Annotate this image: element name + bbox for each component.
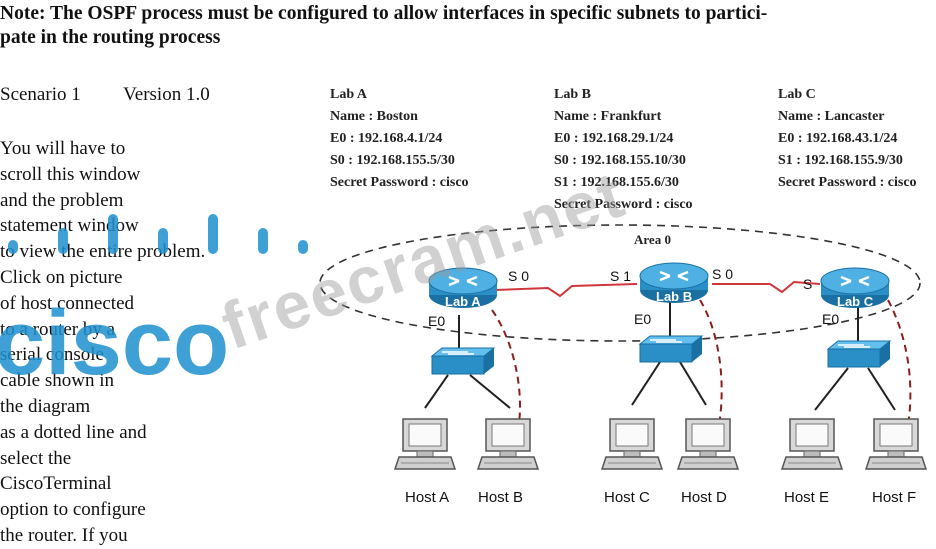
- console-cable-c[interactable]: [887, 299, 912, 441]
- lab-b-password: Secret Password : cisco: [554, 197, 693, 212]
- instruction-line: to view the entire problem.: [0, 241, 206, 263]
- link-switch-b-host-d: [679, 361, 707, 406]
- host-a-label: Host A: [405, 489, 449, 506]
- host-a-pc[interactable]: [394, 418, 456, 470]
- router-lab-c[interactable]: Lab C: [819, 266, 891, 310]
- host-e-label: Host E: [784, 489, 829, 506]
- area-0-boundary: [319, 224, 921, 342]
- interface-label-b-s0: S 0: [712, 266, 733, 282]
- serial-link-a-b: [494, 283, 638, 298]
- link-switch-b-host-c: [631, 361, 661, 406]
- host-e-pc[interactable]: [781, 418, 843, 470]
- instruction-line: Click on picture: [0, 266, 123, 288]
- site-watermark-text: freecram.net: [212, 156, 633, 363]
- cisco-watermark-text: cisco: [0, 292, 229, 394]
- network-diagram: Area 0 Lab A Lab B Lab C S 0 S 1 S 0 S E…: [0, 156, 927, 506]
- instructions-text: You will have to scroll this window and …: [0, 136, 240, 549]
- host-d-pc[interactable]: [677, 418, 739, 470]
- host-f-label: Host F: [872, 489, 916, 506]
- instruction-line: to a router by a: [0, 318, 116, 340]
- interface-label-a-e0: E0: [428, 313, 445, 329]
- router-lab-a-label: Lab A: [445, 294, 481, 309]
- lab-b-name: Name : Frankfurt: [554, 109, 662, 124]
- interface-label-c-s1: S: [803, 276, 812, 292]
- link-switch-a-host-b: [469, 374, 511, 409]
- interface-label-b-e0: E0: [634, 311, 651, 327]
- instruction-line: as a dotted line and: [0, 421, 147, 443]
- switch-lab-a: [431, 347, 495, 375]
- interface-label-a-s0: S 0: [508, 268, 529, 284]
- interface-label-c-e0: E0: [822, 311, 839, 327]
- instruction-line: and the problem: [0, 189, 124, 211]
- lab-a-name: Name : Boston: [330, 109, 418, 124]
- interface-label-b-s1: S 1: [610, 268, 631, 284]
- lab-c-info: Lab C Name : Lancaster E0 : 192.168.43.1…: [778, 84, 917, 194]
- host-d-label: Host D: [681, 489, 727, 506]
- host-c-pc[interactable]: [601, 418, 663, 470]
- instruction-line: option to configure: [0, 499, 146, 521]
- lab-a-password: Secret Password : cisco: [330, 175, 469, 190]
- lab-a-title: Lab A: [330, 87, 367, 102]
- instruction-line: cable shown in: [0, 370, 114, 392]
- note-line-1: Note: The OSPF process must be configure…: [0, 3, 768, 24]
- instruction-line: CiscoTerminal: [0, 473, 112, 495]
- lab-b-s1: S1 : 192.168.155.6/30: [554, 175, 679, 190]
- scenario-name: Scenario 1: [0, 84, 81, 105]
- instruction-line: serial console: [0, 344, 104, 366]
- instruction-line: statement window: [0, 215, 139, 237]
- instruction-line: of host connected: [0, 292, 135, 314]
- lab-b-e0: E0 : 192.168.29.1/24: [554, 131, 674, 146]
- lab-c-e0: E0 : 192.168.43.1/24: [778, 131, 898, 146]
- host-b-pc[interactable]: [477, 418, 539, 470]
- lab-b-s0: S0 : 192.168.155.10/30: [554, 153, 686, 168]
- link-switch-a-host-a: [424, 374, 449, 409]
- instruction-line: You will have to: [0, 138, 126, 159]
- instruction-line: scroll this window: [0, 163, 141, 185]
- host-c-label: Host C: [604, 489, 650, 506]
- router-lab-b-label: Lab B: [656, 289, 692, 304]
- host-f-pc[interactable]: [865, 418, 927, 470]
- lab-c-s1: S1 : 192.168.155.9/30: [778, 153, 903, 168]
- lab-a-s0: S0 : 192.168.155.5/30: [330, 153, 455, 168]
- switch-lab-c: [827, 340, 891, 368]
- link-switch-c-host-f: [867, 367, 896, 411]
- link-switch-c-host-e: [814, 367, 849, 411]
- console-cable-b[interactable]: [699, 299, 723, 441]
- host-b-label: Host B: [478, 489, 523, 506]
- router-lab-c-label: Lab C: [837, 294, 874, 309]
- lab-c-password: Secret Password : cisco: [778, 175, 917, 190]
- cisco-logo-watermark: cisco: [0, 214, 308, 394]
- lab-a-e0: E0 : 192.168.4.1/24: [330, 131, 443, 146]
- lab-b-info: Lab B Name : Frankfurt E0 : 192.168.29.1…: [554, 84, 693, 216]
- instruction-line: the diagram: [0, 395, 91, 417]
- scenario-version: Version 1.0: [123, 84, 210, 105]
- serial-link-b-c: [712, 280, 821, 294]
- lab-c-name: Name : Lancaster: [778, 109, 885, 124]
- instruction-line: select the: [0, 447, 72, 469]
- note-text: Note: The OSPF process must be configure…: [0, 2, 930, 50]
- lab-c-title: Lab C: [778, 87, 816, 102]
- router-lab-a[interactable]: Lab A: [427, 266, 499, 310]
- area-0-label: Area 0: [634, 232, 671, 247]
- console-cable-a[interactable]: [491, 309, 521, 463]
- note-line-2: pate in the routing process: [0, 27, 221, 48]
- lab-a-info: Lab A Name : Boston E0 : 192.168.4.1/24 …: [330, 84, 469, 194]
- switch-lab-b: [639, 335, 703, 363]
- router-lab-b[interactable]: Lab B: [638, 261, 710, 305]
- scenario-header: Scenario 1 Version 1.0: [0, 84, 248, 106]
- lab-b-title: Lab B: [554, 87, 591, 102]
